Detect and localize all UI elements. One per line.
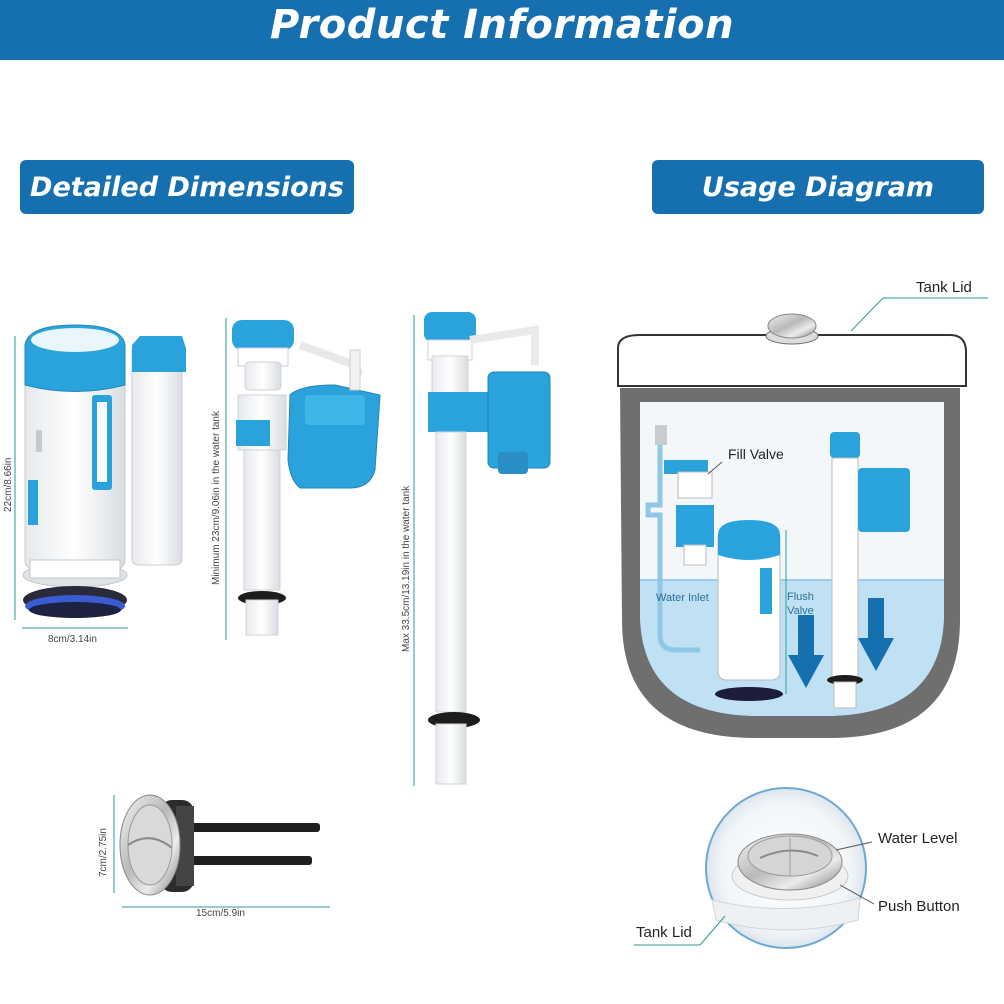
- fill-valve-min-label: Minimum 23cm/9.06in in the water tank: [211, 411, 222, 585]
- push-button-image: [119, 794, 320, 896]
- flush-valve-image: [22, 324, 186, 618]
- fill-valve-label: Fill Valve: [728, 446, 784, 462]
- flush-valve-width-label: 8cm/3.14in: [48, 634, 97, 645]
- fill-valve-max-label: Max 33.5cm/13.19in in the water tank: [401, 485, 412, 652]
- water-level-label: Water Level: [878, 830, 958, 847]
- button-closeup: [705, 787, 867, 949]
- tank-lid-top-label: Tank Lid: [916, 279, 972, 296]
- fill-valve-tall-image: [424, 312, 551, 785]
- page-title: Product Information: [269, 2, 735, 48]
- flush-valve-label: Flush Valve: [787, 591, 814, 617]
- usage-section-title: Usage Diagram: [652, 160, 984, 214]
- tank-lid-bottom-label: Tank Lid: [636, 924, 692, 941]
- push-button-label: Push Button: [878, 898, 960, 915]
- button-height-label: 7cm/2.75in: [98, 828, 109, 877]
- toilet-tank-diagram: [617, 313, 967, 738]
- water-inlet-label: Water Inlet: [656, 592, 709, 604]
- flush-valve-height-label: 22cm/8.66in: [3, 457, 14, 512]
- header-banner: [0, 0, 1004, 60]
- dimensions-section-title: Detailed Dimensions: [20, 160, 354, 214]
- fill-valve-short-image: [232, 320, 381, 636]
- button-length-label: 15cm/5.9in: [196, 908, 245, 919]
